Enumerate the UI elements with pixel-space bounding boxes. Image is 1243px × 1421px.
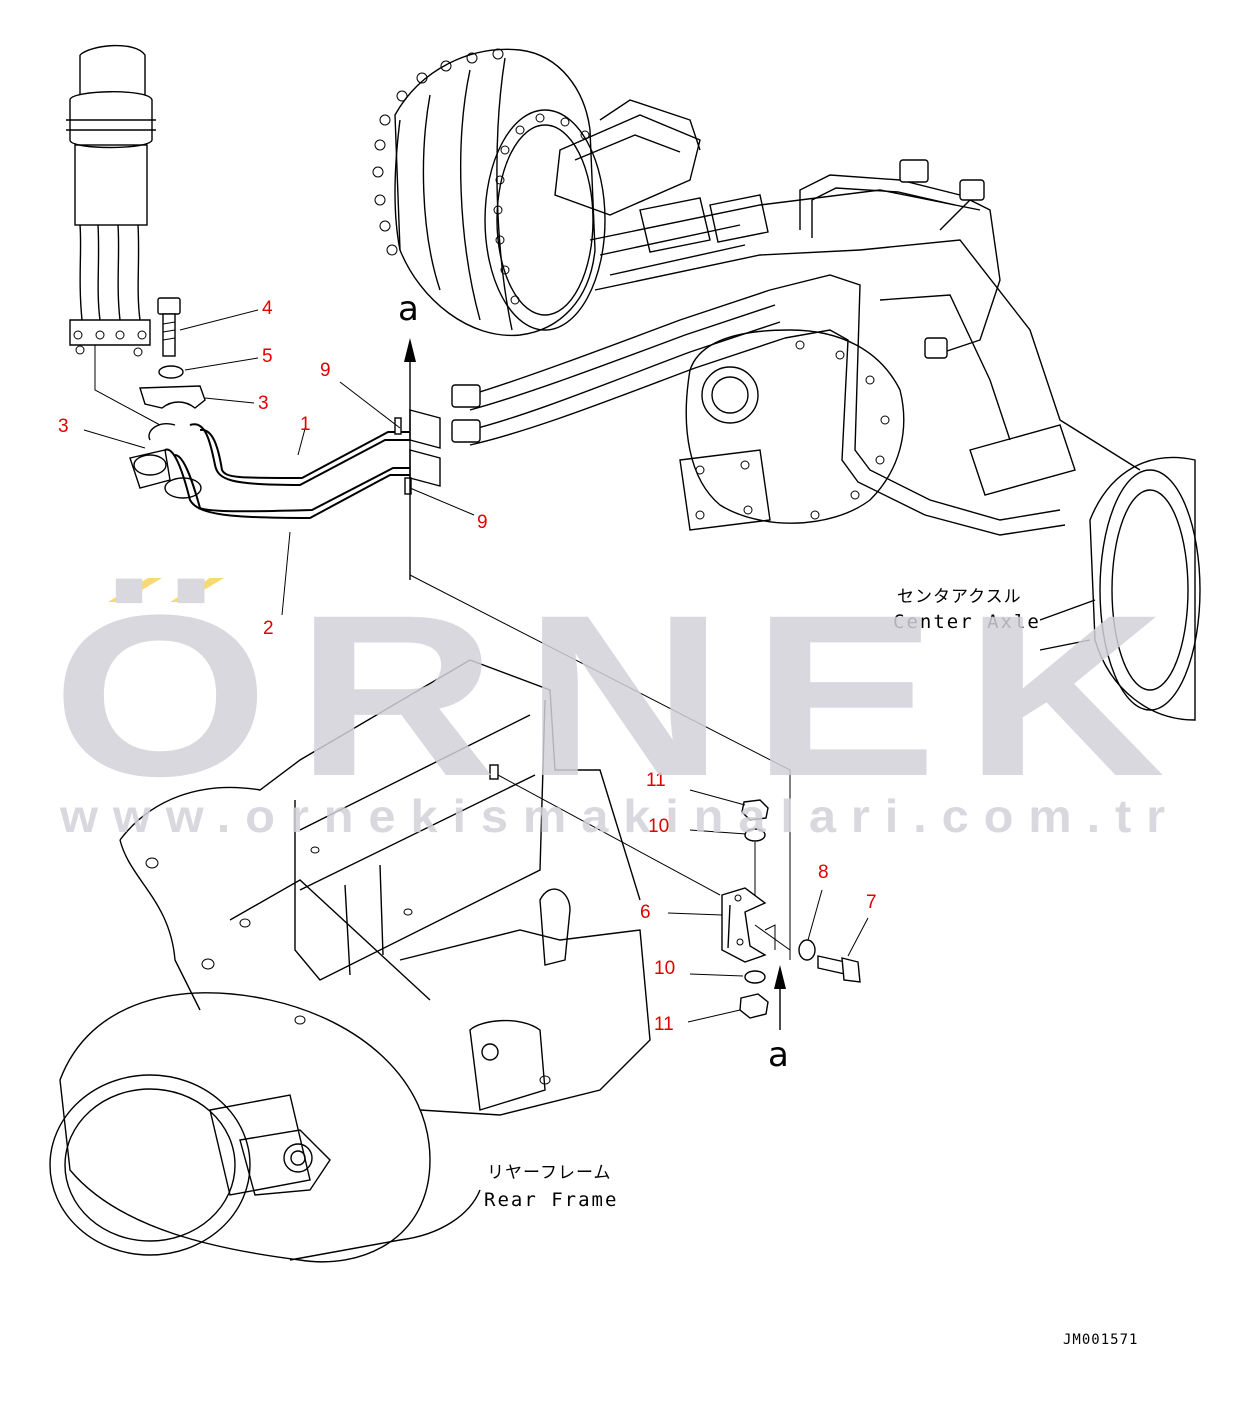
callout-6: 6 <box>640 902 651 923</box>
bracket-part <box>721 887 776 963</box>
rear-frame-label-en: Rear Frame <box>484 1189 618 1211</box>
callout-10-top: 10 <box>648 816 669 837</box>
callout-3-left: 3 <box>58 416 69 437</box>
arrow-a-top <box>404 338 791 960</box>
drawing-id: JM001571 <box>1063 1332 1138 1348</box>
watermark-brand: ÖRNEK <box>52 567 1192 824</box>
arrow-a-bottom <box>754 924 791 1030</box>
arrow-label-top: a <box>398 289 419 329</box>
callout-11-top: 11 <box>646 770 666 791</box>
callout-4: 4 <box>262 298 273 319</box>
rear-frame-drawing <box>49 659 721 1263</box>
clamp-top-part <box>139 385 206 409</box>
bolt-7-part <box>817 955 861 983</box>
center-axle-label-jp: センタアクスル <box>897 587 1022 607</box>
callout-10-bottom: 10 <box>654 958 675 979</box>
washer-8-part <box>798 939 816 961</box>
watermark: ÖRNEK www.ornekismakinalari.com.tr <box>52 567 1192 842</box>
callout-8: 8 <box>818 862 829 883</box>
watermark-url: www.ornekismakinalari.com.tr <box>59 790 1180 842</box>
arrow-label-bottom: a <box>768 1035 789 1075</box>
washer-part <box>158 365 184 379</box>
washer-bottom-part <box>744 970 766 984</box>
callout-9-bottom: 9 <box>477 512 488 533</box>
rear-frame-label-jp: リヤーフレーム <box>487 1163 611 1183</box>
callout-2: 2 <box>263 618 274 639</box>
center-axle-drawing <box>372 48 1201 721</box>
watermark-umlaut-accent-left <box>108 578 162 602</box>
flange-assembly <box>129 423 202 499</box>
callout-7: 7 <box>866 892 877 913</box>
callout-1: 1 <box>300 414 311 435</box>
callout-3-right: 3 <box>258 393 269 414</box>
washer-top-part <box>744 828 766 842</box>
nut-top-part <box>741 799 769 821</box>
leader-lines <box>83 309 869 1023</box>
bolt-part <box>157 297 181 357</box>
callout-5: 5 <box>262 346 273 367</box>
callout-9-top: 9 <box>320 360 331 381</box>
center-axle-label-en: Center Axle <box>893 611 1041 633</box>
tube-1-and-2 <box>164 409 441 520</box>
cylinder-drawing <box>66 44 161 426</box>
nut-bottom-part <box>739 993 769 1019</box>
callout-11-bottom: 11 <box>654 1014 674 1035</box>
watermark-umlaut-accent-right <box>170 578 224 602</box>
